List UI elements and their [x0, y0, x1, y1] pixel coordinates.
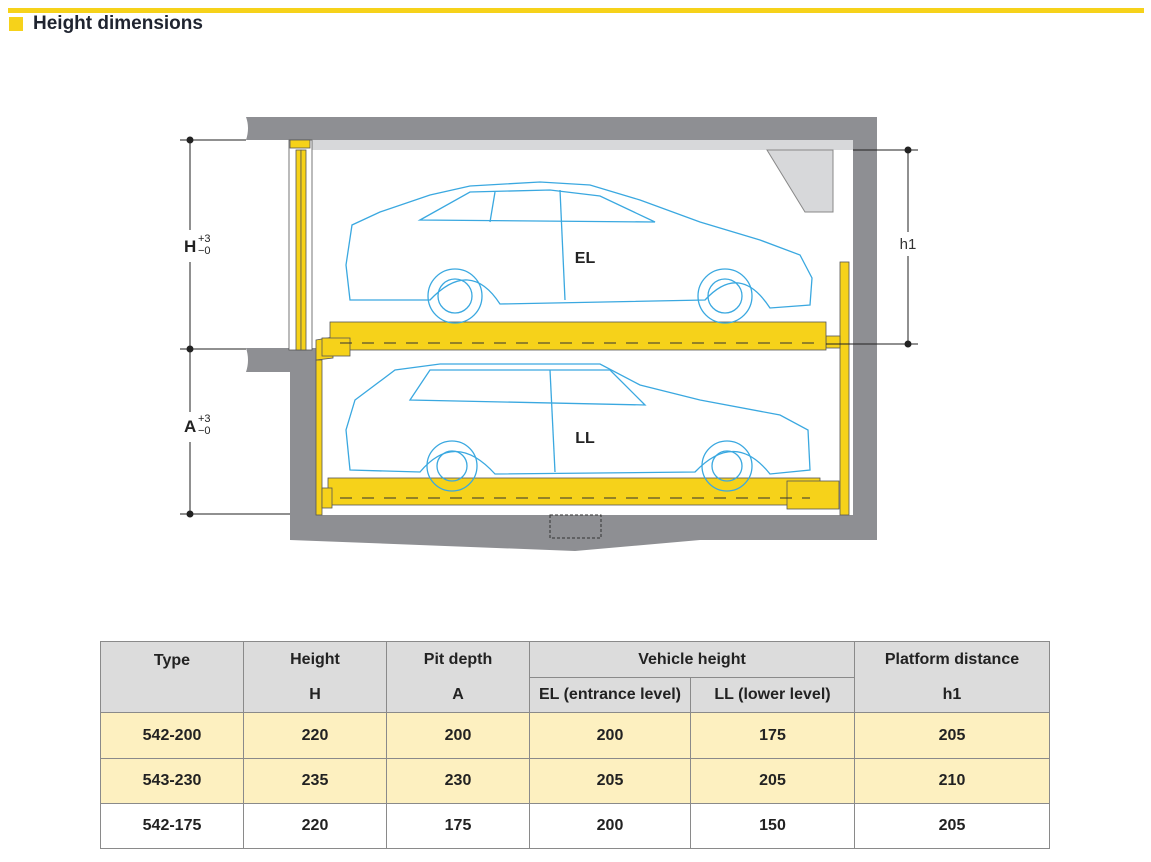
cell-pit: 200 [386, 712, 530, 759]
cell-el: 200 [529, 803, 691, 849]
svg-text:+3: +3 [198, 413, 211, 425]
title-marker [9, 17, 23, 31]
dimension-A-label: A +3 −0 [184, 413, 211, 437]
col-header-height-symbol: H [243, 677, 387, 713]
cell-ll: 175 [690, 712, 855, 759]
cell-height: 220 [243, 712, 387, 759]
accent-bar [8, 8, 1144, 13]
svg-text:H: H [184, 237, 196, 256]
lower-platform [321, 477, 840, 510]
svg-text:+3: +3 [198, 233, 211, 245]
cell-type: 542-200 [100, 712, 244, 759]
cell-type: 542-175 [100, 803, 244, 849]
parking-system-diagram: H +3 −0 A +3 −0 h1 EL LL [180, 117, 918, 551]
left-guide-post [288, 139, 334, 516]
cell-pit: 230 [386, 758, 530, 804]
dimension-H-label: H +3 −0 [184, 233, 211, 257]
col-header-el: EL (entrance level) [529, 677, 691, 713]
cell-ll: 150 [690, 803, 855, 849]
cell-ll: 205 [690, 758, 855, 804]
svg-text:−0: −0 [198, 245, 211, 257]
dimension-h1-label: h1 [900, 236, 917, 253]
entrance-level-label: EL [575, 250, 596, 267]
col-header-platform-symbol: h1 [854, 677, 1050, 713]
table-row: 542-200 220 200 200 175 205 [100, 712, 1050, 759]
col-header-vehicle: Vehicle height [529, 641, 855, 678]
table-row: 543-230 235 230 205 205 210 [100, 758, 1050, 804]
cell-type: 543-230 [100, 758, 244, 804]
cell-height: 220 [243, 803, 387, 849]
svg-text:A: A [184, 417, 196, 436]
col-header-platform: Platform distance [854, 641, 1050, 678]
ceiling-beam [766, 149, 834, 213]
cell-pit: 175 [386, 803, 530, 849]
cell-el: 205 [529, 758, 691, 804]
dimension-lines [180, 136, 918, 518]
right-guide-post [825, 261, 850, 516]
upper-platform [321, 321, 827, 357]
col-header-ll: LL (lower level) [690, 677, 855, 713]
col-header-height: Height [243, 641, 387, 678]
height-dimensions-table: Type Height Pit depth Vehicle height Pla… [100, 641, 1050, 849]
lower-car [345, 363, 811, 492]
table-row: 542-175 220 175 200 150 205 [100, 803, 1050, 849]
drain-pit [549, 514, 602, 539]
page-title: Height dimensions [33, 13, 203, 34]
upper-car [345, 181, 813, 324]
cell-el: 200 [529, 712, 691, 759]
col-header-type: Type [100, 641, 244, 713]
cell-h1: 205 [854, 712, 1050, 759]
ceiling-strip [310, 140, 853, 150]
col-header-pit: Pit depth [386, 641, 530, 678]
svg-text:−0: −0 [198, 425, 211, 437]
cell-h1: 205 [854, 803, 1050, 849]
cell-h1: 210 [854, 758, 1050, 804]
concrete-structure [246, 117, 877, 551]
lower-level-label: LL [575, 430, 595, 447]
col-header-pit-symbol: A [386, 677, 530, 713]
cell-height: 235 [243, 758, 387, 804]
